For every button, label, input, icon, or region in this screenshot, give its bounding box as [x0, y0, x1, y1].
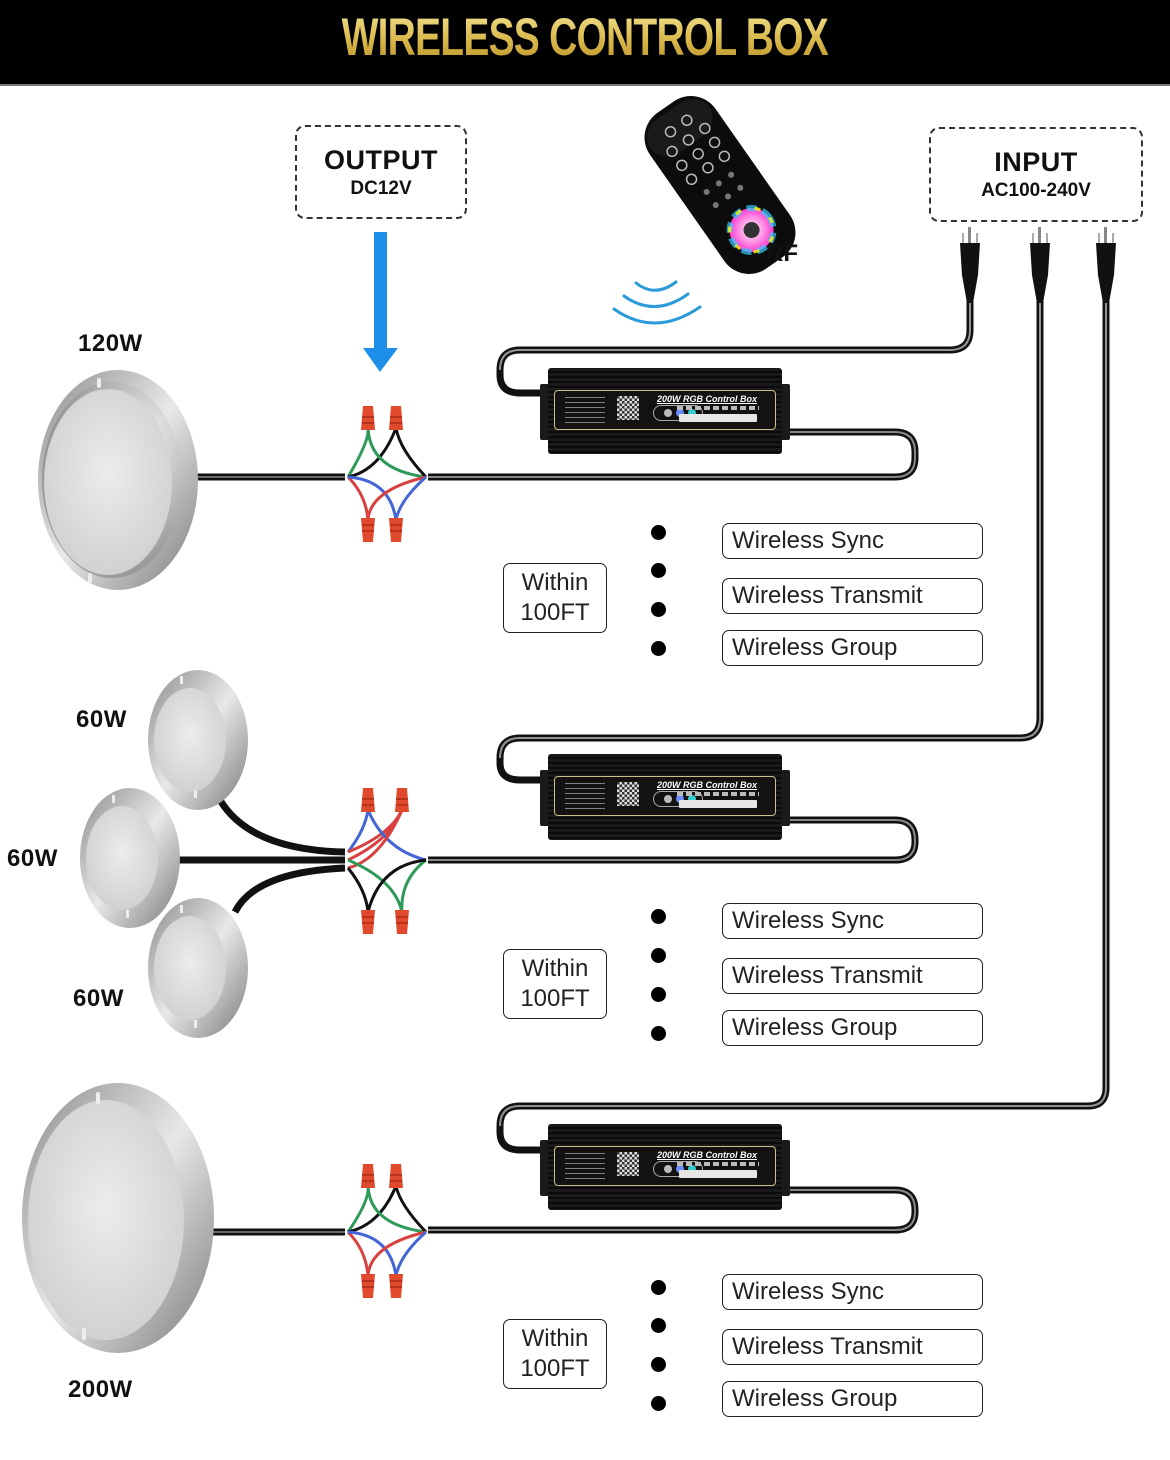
- feature-wireless-group: Wireless Group: [722, 1381, 983, 1417]
- input-voltage: AC100-240V: [981, 180, 1091, 201]
- lights-60w: [80, 670, 346, 1038]
- wire-connectors-1: [346, 406, 428, 542]
- rf-remote-icon: [644, 96, 796, 274]
- qr-code-icon: [617, 396, 639, 420]
- power-plug-icon: [1030, 227, 1050, 303]
- power-plugs: [960, 227, 1116, 303]
- input-title: INPUT: [994, 147, 1078, 177]
- control-box-1: 200W RGB Control Box: [540, 368, 790, 454]
- control-box-3: 200W RGB Control Box: [540, 1124, 790, 1210]
- qr-code-icon: [617, 782, 639, 806]
- header-banner: WIRELESS CONTROL BOX: [0, 0, 1170, 86]
- bullet-dot: [651, 1357, 666, 1372]
- light-wattage-label: 60W: [76, 706, 127, 733]
- control-box-label: 200W RGB Control Box: [656, 394, 757, 404]
- feature-wireless-transmit: Wireless Transmit: [722, 958, 983, 994]
- power-plug-icon: [1096, 227, 1116, 303]
- light-wattage-label: 120W: [78, 330, 143, 357]
- wire-connectors-2: [346, 788, 427, 934]
- wire-connectors-3: [346, 1164, 428, 1298]
- range-badge: Within 100FT: [503, 563, 607, 633]
- input-spec-box: INPUT AC100-240V: [929, 127, 1143, 222]
- qr-code-icon: [617, 1152, 639, 1176]
- bullet-dot: [651, 1318, 666, 1333]
- bullet-dot: [651, 563, 666, 578]
- light-120w: [38, 370, 345, 590]
- light-wattage-label: 200W: [68, 1376, 133, 1403]
- range-badge: Within 100FT: [503, 1319, 607, 1389]
- feature-wireless-transmit: Wireless Transmit: [722, 578, 983, 614]
- bullet-dot: [651, 1280, 666, 1295]
- bullet-dot: [651, 987, 666, 1002]
- light-wattage-label: 60W: [73, 985, 124, 1012]
- page-title: WIRELESS CONTROL BOX: [341, 7, 829, 67]
- rf-signal-icon: [612, 280, 702, 325]
- bullet-dot: [651, 909, 666, 924]
- feature-wireless-transmit: Wireless Transmit: [722, 1329, 983, 1365]
- feature-wireless-sync: Wireless Sync: [722, 903, 983, 939]
- light-60w-bottom: [148, 898, 248, 1038]
- light-wattage-label: 60W: [7, 845, 58, 872]
- feature-wireless-sync: Wireless Sync: [722, 1274, 983, 1310]
- control-box-label: 200W RGB Control Box: [656, 780, 757, 790]
- range-badge: Within 100FT: [503, 949, 607, 1019]
- bullet-dot: [651, 525, 666, 540]
- light-200w: [22, 1083, 345, 1353]
- output-arrow-icon: [363, 232, 398, 372]
- bullet-dot: [651, 602, 666, 617]
- bullet-dot: [651, 948, 666, 963]
- bullet-dot: [651, 1026, 666, 1041]
- control-box-2: 200W RGB Control Box: [540, 754, 790, 840]
- bullet-dot: [651, 1396, 666, 1411]
- output-title: OUTPUT: [324, 144, 438, 175]
- control-box-label: 200W RGB Control Box: [656, 1150, 757, 1160]
- rf-label: RF: [766, 240, 798, 267]
- power-plug-icon: [960, 227, 980, 303]
- output-voltage: DC12V: [350, 177, 412, 199]
- feature-wireless-group: Wireless Group: [722, 630, 983, 666]
- output-spec-box: OUTPUT DC12V: [295, 125, 467, 219]
- light-60w-top: [148, 670, 248, 810]
- feature-wireless-group: Wireless Group: [722, 1010, 983, 1046]
- feature-wireless-sync: Wireless Sync: [722, 523, 983, 559]
- bullet-dot: [651, 641, 666, 656]
- light-60w-middle: [80, 788, 180, 928]
